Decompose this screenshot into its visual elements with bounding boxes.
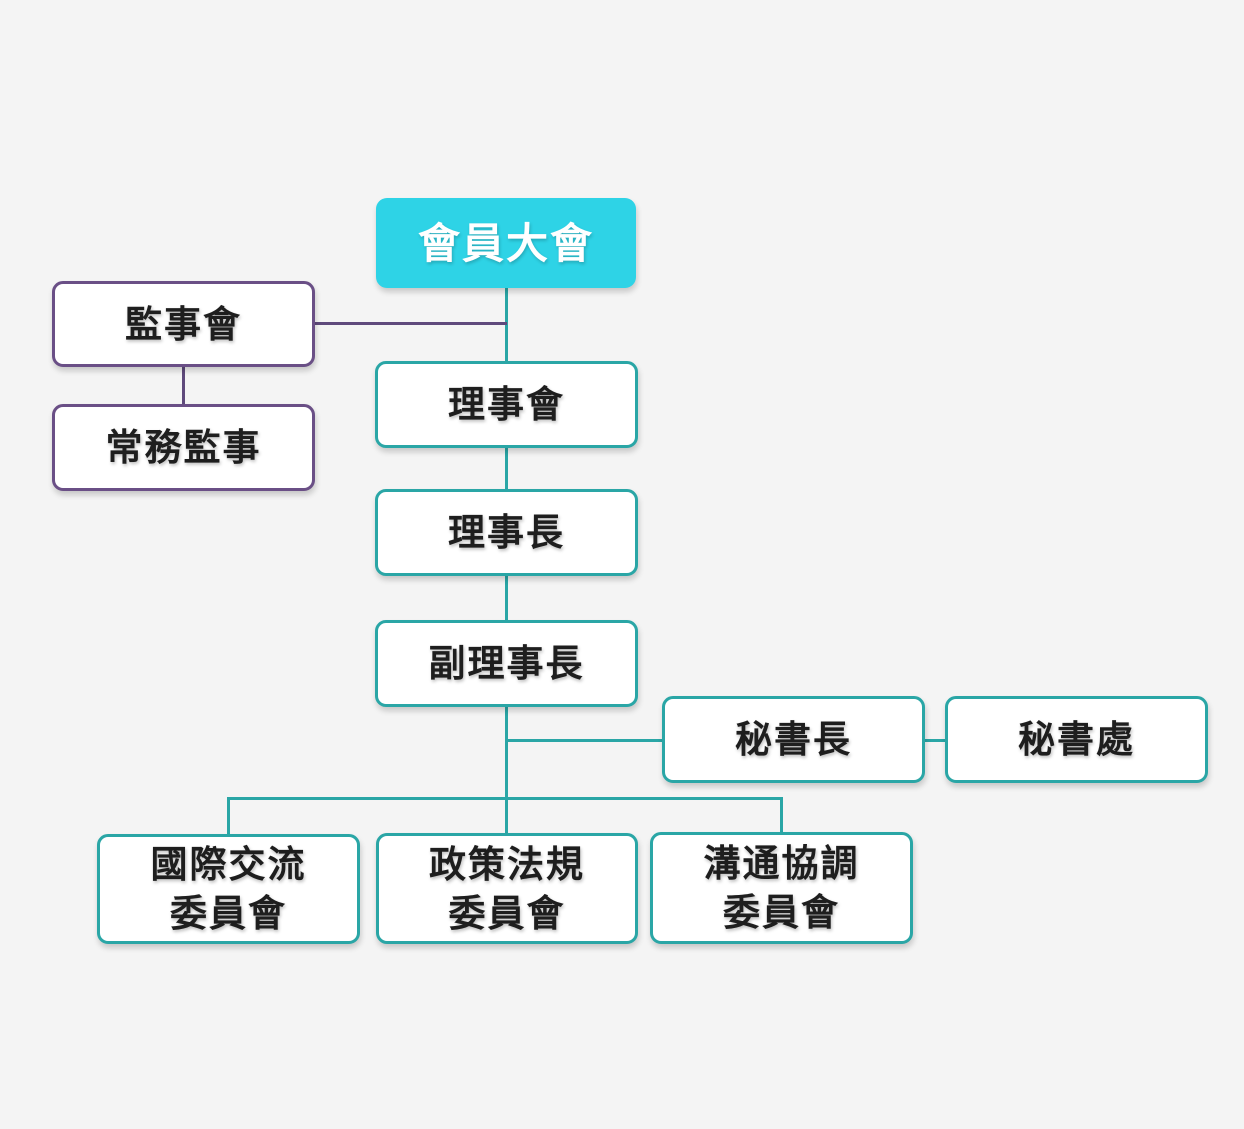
node-label: 會員大會 <box>417 218 594 268</box>
connector-secretary-to-secretariat <box>922 739 947 742</box>
connector-supervisors-to-standing <box>182 365 185 405</box>
node-vice-chairman: 副理事長 <box>375 620 638 707</box>
node-label: 監事會 <box>125 302 242 346</box>
connector-to-secretary-general <box>505 739 664 742</box>
node-secretary-general: 秘書長 <box>662 696 925 783</box>
node-label-line2: 委員會 <box>723 891 840 934</box>
connector-assembly-to-board <box>505 288 508 362</box>
connector-chairman-to-vice <box>505 574 508 622</box>
node-board-of-supervisors: 監事會 <box>52 281 315 367</box>
node-label-line2: 委員會 <box>170 892 287 935</box>
connector-vice-down <box>505 705 508 835</box>
connector-to-committee-1 <box>227 797 230 837</box>
node-committee-communication: 溝通協調 委員會 <box>650 832 913 944</box>
node-chairman: 理事長 <box>375 489 638 576</box>
node-committee-policy: 政策法規 委員會 <box>376 833 638 944</box>
node-label: 秘書處 <box>1018 718 1135 761</box>
node-general-assembly: 會員大會 <box>376 198 636 288</box>
connector-to-committee-3 <box>780 797 783 834</box>
node-label: 秘書長 <box>735 718 852 761</box>
node-label-line1: 國際交流 <box>150 843 307 886</box>
connector-supervisors-to-spine <box>313 322 507 325</box>
node-secretariat: 秘書處 <box>945 696 1208 783</box>
node-board-of-directors: 理事會 <box>375 361 638 448</box>
node-label: 副理事長 <box>428 642 585 685</box>
node-label: 理事會 <box>448 383 565 426</box>
connector-committee-bar <box>227 797 783 800</box>
node-standing-supervisor: 常務監事 <box>52 404 315 491</box>
connector-board-to-chairman <box>505 446 508 491</box>
node-label: 理事長 <box>448 511 565 554</box>
node-label: 常務監事 <box>105 426 262 469</box>
node-committee-international: 國際交流 委員會 <box>97 834 360 944</box>
node-label-line2: 委員會 <box>448 891 566 935</box>
node-label-line1: 溝通協調 <box>703 842 860 885</box>
node-label-line1: 政策法規 <box>429 842 585 886</box>
